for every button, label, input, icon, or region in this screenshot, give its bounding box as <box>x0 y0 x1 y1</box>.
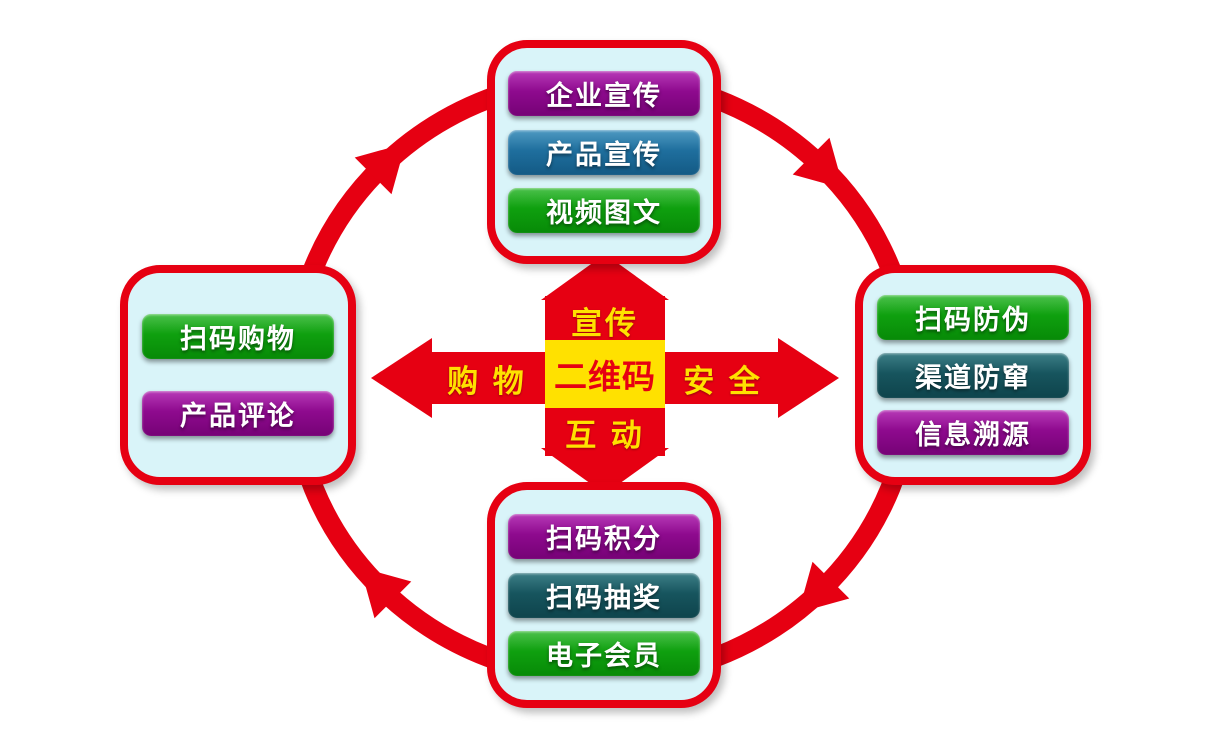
pill-anti-counterfeit: 扫码防伪 <box>877 295 1069 341</box>
pill-e-membership: 电子会员 <box>508 631 700 677</box>
cross-arrow-down-icon <box>541 448 669 494</box>
ring-arrow-top-left-icon <box>354 143 406 195</box>
pill-enterprise-promo: 企业宣传 <box>508 71 700 117</box>
ring-arrow-bottom-right-icon <box>798 561 850 613</box>
arm-label-security: 安 全 <box>683 363 763 399</box>
ring-arrow-bottom-left-icon <box>360 567 412 619</box>
arm-label-shopping: 购 物 <box>447 363 527 399</box>
panel-shopping: 扫码购物 产品评论 <box>120 265 356 485</box>
pill-scan-points: 扫码积分 <box>508 513 700 559</box>
pill-scan-shopping: 扫码购物 <box>142 314 334 360</box>
center-label-qrcode: 二维码 <box>554 358 656 395</box>
pill-info-traceability: 信息溯源 <box>877 409 1069 455</box>
cross-arrow-right-icon <box>778 338 839 418</box>
center-tile <box>545 340 665 408</box>
panel-interaction: 扫码积分 扫码抽奖 电子会员 <box>487 482 721 708</box>
cross-arrow-left-icon <box>371 338 432 418</box>
pill-product-reviews: 产品评论 <box>142 390 334 436</box>
ring-arrow-top-right-icon <box>792 137 844 189</box>
panel-promotion: 企业宣传 产品宣传 视频图文 <box>487 40 721 264</box>
arm-label-interaction: 互 动 <box>565 417 645 453</box>
pill-video-graphics: 视频图文 <box>508 187 700 233</box>
cross-arrow-up-icon <box>541 254 669 300</box>
arm-label-promotion: 宣传 <box>571 305 639 341</box>
pill-product-promo: 产品宣传 <box>508 129 700 175</box>
panel-security: 扫码防伪 渠道防窜 信息溯源 <box>855 265 1091 485</box>
pill-scan-lottery: 扫码抽奖 <box>508 572 700 618</box>
pill-channel-control: 渠道防窜 <box>877 352 1069 398</box>
